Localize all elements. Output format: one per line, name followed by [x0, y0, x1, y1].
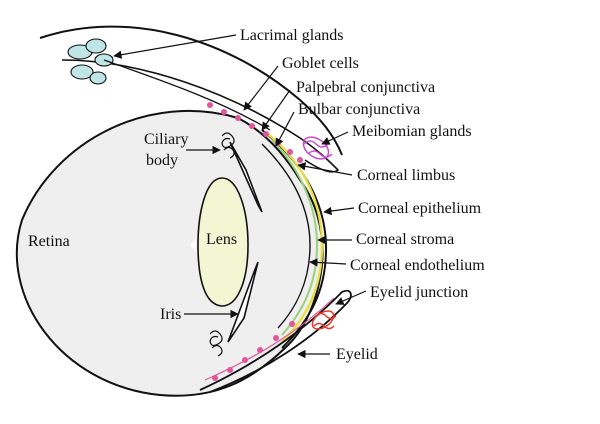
- arrow-lacrimal-glands: [113, 34, 237, 59]
- arrow-goblet-cells: [243, 65, 279, 111]
- ciliary-body-lower: [209, 330, 223, 357]
- meibomian-gland: [302, 136, 333, 160]
- lens: [197, 177, 249, 307]
- arrow-meibomian-glands: [321, 131, 349, 145]
- label-palpebral-conjunctiva: Palpebral conjunctiva: [296, 79, 435, 96]
- lacrimal-gland: [67, 38, 114, 85]
- label-corneal-limbus: Corneal limbus: [357, 167, 455, 184]
- upper-eyelid-outline: [39, 25, 343, 156]
- corneal-endothelium-layer: [261, 143, 311, 329]
- label-ciliary-body-line1: Ciliary: [144, 131, 188, 148]
- lower-eyelid-inner: [204, 297, 335, 381]
- iris-upper: [229, 141, 263, 213]
- eyelid-junction: [311, 310, 337, 330]
- arrow-eyelid-junction: [335, 290, 367, 305]
- label-bulbar-conjunctiva: Bulbar conjunctiva: [298, 101, 420, 118]
- label-corneal-endothelium: Corneal endothelium: [350, 257, 485, 274]
- label-lens: Lens: [206, 231, 237, 248]
- lacrimal-duct: [103, 59, 271, 131]
- label-lacrimal-glands: Lacrimal glands: [240, 27, 344, 44]
- iris-lower: [227, 261, 259, 343]
- label-meibomian-glands: Meibomian glands: [352, 123, 472, 140]
- label-corneal-epithelium: Corneal epithelium: [358, 200, 482, 217]
- arrow-corneal-limbus: [297, 162, 353, 176]
- label-corneal-stroma: Corneal stroma: [356, 231, 454, 248]
- label-ciliary-body-line2: body: [146, 152, 178, 169]
- lens-flare: [190, 238, 196, 252]
- arrow-palpebral-conjunctiva: [261, 89, 291, 131]
- arrow-bulbar-conjunctiva: [275, 111, 295, 147]
- arrow-corneal-epithelium: [323, 206, 355, 216]
- label-retina: Retina: [28, 233, 70, 250]
- label-iris: Iris: [160, 306, 181, 323]
- label-eyelid: Eyelid: [336, 346, 378, 363]
- corneal-epithelium-layer: [267, 133, 324, 343]
- corneal-stroma-layer: [271, 139, 319, 336]
- label-eyelid-junction: Eyelid junction: [370, 284, 468, 301]
- label-goblet-cells: Goblet cells: [282, 55, 359, 72]
- upper-eyelid-inner: [61, 59, 340, 173]
- lower-eyelid-outline: [199, 289, 352, 393]
- arrow-corneal-endothelium: [309, 258, 347, 267]
- eyeball: [16, 109, 324, 397]
- ciliary-body-upper: [221, 132, 235, 159]
